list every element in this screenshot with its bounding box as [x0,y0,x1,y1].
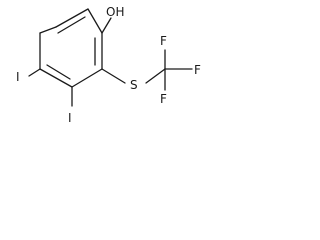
bond-to-hydroxyl [101,17,112,34]
ring-bond-top [55,8,89,28]
benzene-ring [39,8,103,88]
fluorine-top-label: F [160,34,167,48]
ring-double-bond-bottom-left [46,64,71,80]
iodine-lower-label: I [68,111,72,125]
ring-bond-top-right [87,8,103,34]
bond-ring-to-sulfur [101,68,126,84]
sulfur-label: S [130,78,138,92]
fluorine-right-label: F [194,63,201,77]
bond-to-iodine-upper [28,68,41,77]
ring-bond-bottom-left [39,68,73,88]
ring-bond-top-left [39,26,57,34]
iodine-upper-label: I [16,70,20,84]
hydroxyl-label: OH [106,5,124,19]
fluorine-bottom-label: F [160,92,167,106]
structure-canvas: OH I I S F F F [0,0,220,138]
ring-bond-bottom-right [71,68,103,88]
bond-sulfur-to-carbon [145,68,166,84]
ring-double-bond-top [57,16,86,34]
molecule-structure: OH I I S F F F [16,5,201,125]
